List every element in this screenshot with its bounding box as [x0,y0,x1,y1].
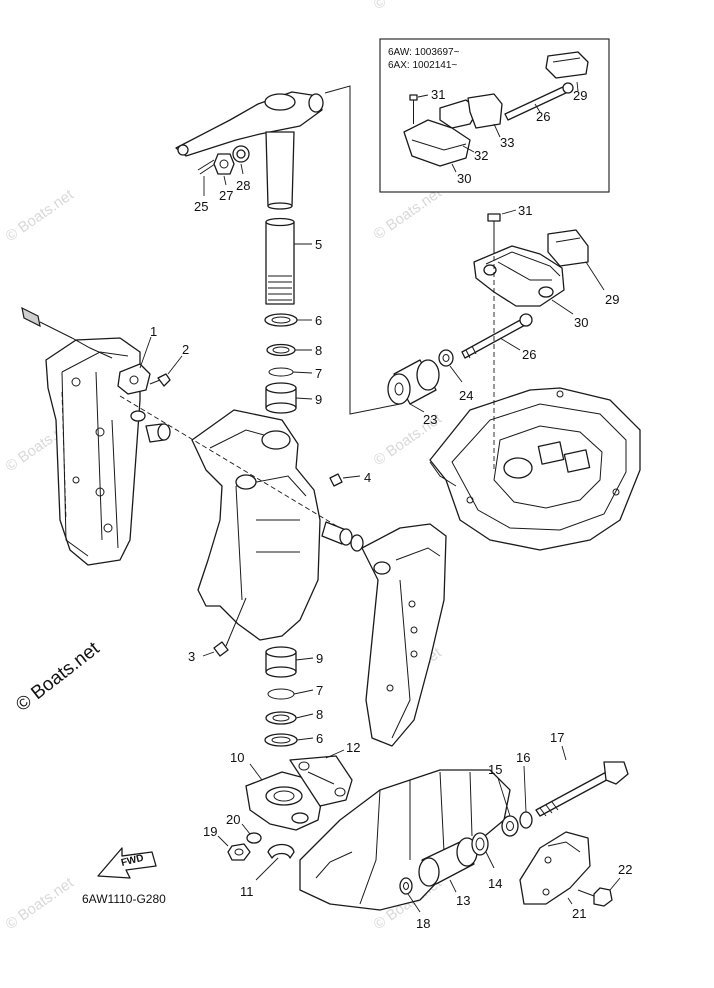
cotter-nut-washer: 25 27 28 [194,145,250,214]
callout-8: 8 [315,343,322,358]
callout-31: 31 [431,87,445,102]
callout-4: 4 [364,470,371,485]
callout-25: 25 [194,199,208,214]
fwd-arrow: FWD [97,847,157,879]
callout-26: 26 [522,347,536,362]
inset-box: 6AW: 1003697~ 6AX: 1002141~ 31 29 26 32 … [379,38,610,193]
lower-bushing-stack: 9 7 8 6 [264,646,323,747]
lower-mount-housing: 10 12 [230,740,360,831]
right-clamp-bracket [361,523,447,747]
callout-27: 27 [219,188,233,203]
left-clamp-bracket: 1 2 [21,306,189,566]
callout-21: 21 [572,906,586,921]
inset-serial-line: 6AX: 1002141~ [388,60,457,71]
watermark-text: © Boats.net [371,0,446,13]
drive-shaft-housing [429,240,641,551]
callout-33: 33 [500,135,514,150]
callout-8: 8 [316,707,323,722]
callout-30: 30 [457,171,471,186]
callout-12: 12 [346,740,360,755]
callout-3: 3 [188,649,195,664]
steering-arm: 5 [175,91,324,305]
callout-16: 16 [516,750,530,765]
callout-6: 6 [315,313,322,328]
watermark-text: © Boats.net [3,874,78,933]
callout-9: 9 [315,392,322,407]
nut-washer-clip: 19 20 11 [203,812,295,899]
callout-11: 11 [240,884,254,899]
callout-7: 7 [315,366,322,381]
callout-30: 30 [574,315,588,330]
reference-line [324,85,401,415]
watermark-text: © Boats.net [3,186,78,245]
callout-15: 15 [488,762,502,777]
callout-29: 29 [605,292,619,307]
callout-1: 1 [150,324,157,339]
callout-2: 2 [182,342,189,357]
callout-7: 7 [316,683,323,698]
inset-serial-line: 6AW: 1003697~ [388,47,460,58]
callout-23: 23 [423,412,437,427]
callout-5: 5 [315,237,322,252]
callout-19: 19 [203,824,217,839]
callout-17: 17 [550,730,564,745]
callout-28: 28 [236,178,250,193]
watermark-text: © Boats.net [371,184,446,243]
swivel-bracket: 4 3 [119,395,371,664]
callout-10: 10 [230,750,244,765]
callout-24: 24 [459,388,473,403]
callout-26: 26 [536,109,550,124]
callout-20: 20 [226,812,240,827]
lower-rubber-mount: 13 14 18 [399,832,502,931]
upper-bushing-stack: 6 8 7 9 [264,313,322,414]
callout-9: 9 [316,651,323,666]
callout-32: 32 [474,148,488,163]
diagram-code: 6AW1110-G280 [82,892,166,906]
watermark-large: © Boats.net [12,638,104,716]
callout-29: 29 [573,88,587,103]
callout-18: 18 [416,916,430,931]
callout-14: 14 [488,876,502,891]
callout-22: 22 [618,862,632,877]
callout-6: 6 [316,731,323,746]
lower-unit-housing [299,769,511,911]
upper-rubber-mount: 23 24 26 30 29 31 [387,203,619,427]
fwd-label: FWD [120,853,145,869]
through-bolt-assembly: 17 16 15 21 22 [488,730,632,921]
callout-13: 13 [456,893,470,908]
callout-31: 31 [518,203,532,218]
